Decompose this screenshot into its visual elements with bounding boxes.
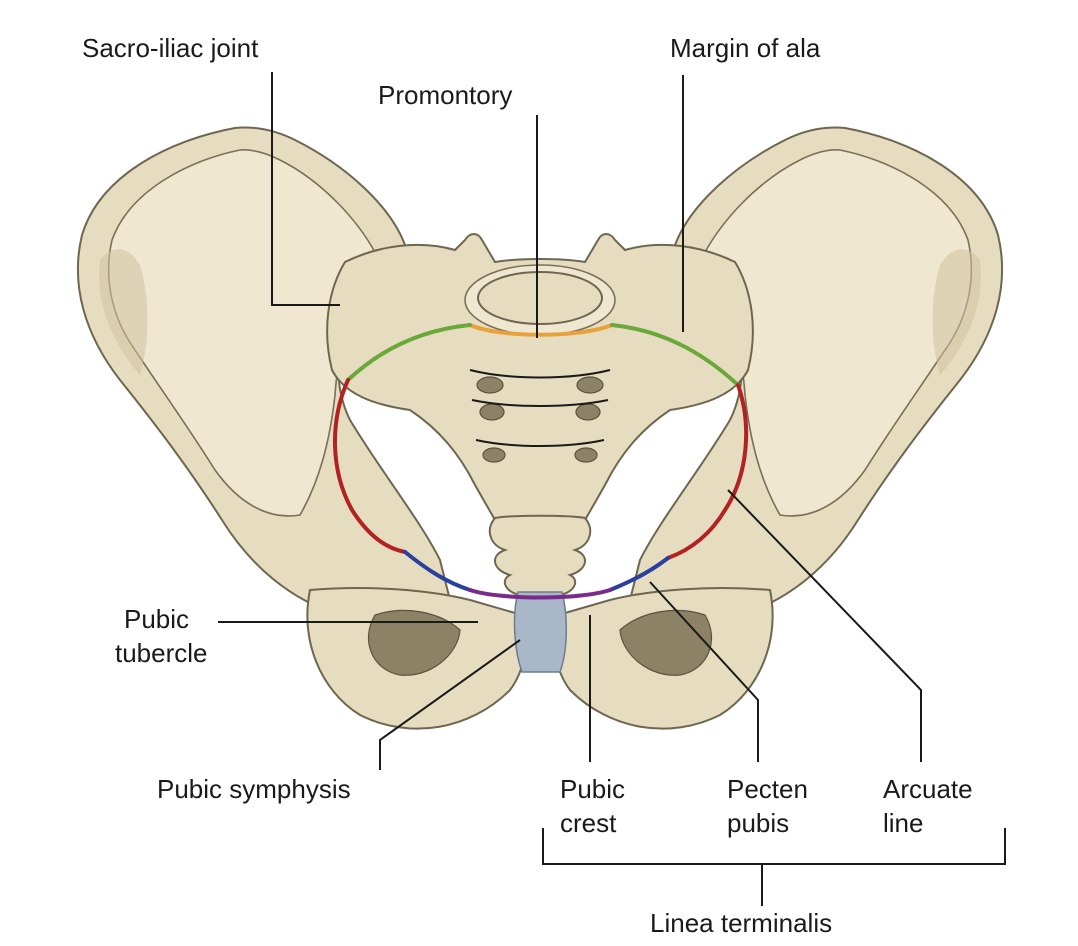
arcuate-line-leader	[727, 489, 922, 762]
right-ilium	[628, 126, 1004, 621]
label-linea-terminalis: Linea terminalis	[650, 908, 832, 938]
label-pecten-pubis-line2: pubis	[727, 808, 789, 838]
label-pubic-crest-line2: crest	[560, 808, 617, 838]
sacrum	[326, 233, 754, 521]
pecten-pubis-line-right	[608, 556, 670, 592]
margin-of-ala-line-left	[346, 323, 472, 382]
label-pecten-pubis-line1: Pecten	[727, 774, 808, 804]
linea-terminalis-bracket	[542, 828, 1006, 865]
label-pubic-crest-line1: Pubic	[560, 774, 625, 804]
label-promontory: Promontory	[378, 80, 512, 110]
pecten-pubis-leader	[649, 581, 759, 762]
coccyx	[488, 514, 592, 596]
pecten-pubis-line-left	[403, 550, 472, 592]
label-margin-of-ala: Margin of ala	[670, 33, 821, 63]
sacro-iliac-joint-leader	[271, 72, 340, 306]
left-ilium	[76, 126, 452, 621]
arcuate-line-right	[666, 383, 749, 560]
pubic-symphysis-cartilage	[513, 591, 567, 673]
label-arcuate-line-line1: Arcuate	[883, 774, 973, 804]
margin-of-ala-line-right	[610, 323, 740, 387]
promontory-line	[468, 323, 614, 337]
label-pubic-tubercle-line2: tubercle	[115, 638, 208, 668]
pubic-symphysis-leader	[379, 639, 521, 770]
label-pubic-tubercle-line1: Pubic	[124, 604, 189, 634]
label-arcuate-line-line2: line	[883, 808, 923, 838]
label-pubic-symphysis: Pubic symphysis	[157, 774, 351, 804]
pubic-crest-line	[468, 588, 612, 600]
arcuate-line-left	[333, 378, 407, 554]
label-sacro-iliac-joint: Sacro-iliac joint	[82, 33, 259, 63]
pubic-rami	[306, 587, 774, 730]
